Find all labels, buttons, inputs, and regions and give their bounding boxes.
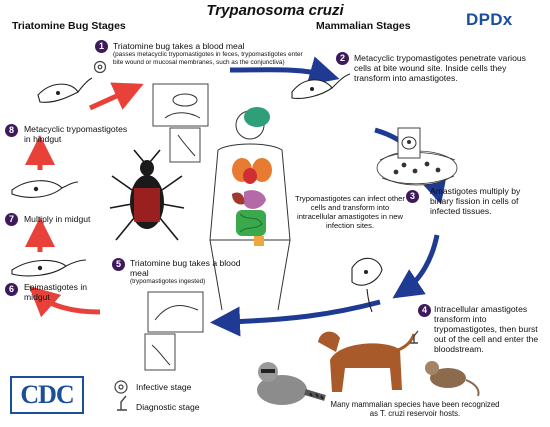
legend-diagnostic: Diagnostic stage <box>136 402 200 412</box>
tissue-cells-drawing <box>376 150 458 186</box>
step-1-subtext: (passes metacyclic trypomastigotes in fe… <box>113 51 303 66</box>
arrow-5-to-6 <box>28 285 101 318</box>
step-2-text: Metacyclic trypomastigotes penetrate var… <box>354 53 526 83</box>
step-6-badge: 6 <box>5 283 18 296</box>
header-bug-stages: Triatomine Bug Stages <box>12 20 126 32</box>
bite-vignette-top <box>152 83 209 127</box>
arrow-4-to-5 <box>210 299 381 337</box>
organism-nuclei <box>33 87 368 274</box>
step-5-text: Triatomine bug takes a blood meal (trypo… <box>130 258 245 286</box>
organism-sketches <box>11 73 383 313</box>
step-5-badge: 5 <box>112 258 125 271</box>
center-note: Trypomastigotes can infect other cells a… <box>295 194 405 230</box>
step-1-label: Triatomine bug takes a blood meal <box>113 41 245 51</box>
step-2-badge: 2 <box>336 52 349 65</box>
microscope-icon <box>117 395 127 411</box>
step-7-text: Multiply in midgut <box>24 214 91 224</box>
step-8-badge: 8 <box>5 124 18 137</box>
legend-infective: Infective stage <box>136 382 192 392</box>
step-7-badge: 7 <box>5 213 18 226</box>
human-figure-drawing <box>209 107 291 311</box>
step-5-subtext: (trypomastigotes ingested) <box>130 278 206 285</box>
step-3-text: Amastigotes multiply by binary fission i… <box>430 186 521 216</box>
cdc-logo: CDC <box>10 376 84 414</box>
dog-drawing <box>318 331 416 392</box>
step-4-badge: 4 <box>418 304 431 317</box>
reservoir-note: Many mammalian species have been recogni… <box>330 400 500 418</box>
feces-vignette-top <box>169 127 201 163</box>
step-8-text: Metacyclic trypomastigotes in hindgut <box>24 124 128 144</box>
bite-vignette-bottom <box>147 291 204 333</box>
header-mammalian-stages: Mammalian Stages <box>316 20 411 32</box>
triatomine-bug-drawing <box>109 149 185 241</box>
step-6-text: Epimastigotes in midgut <box>24 282 88 302</box>
microscope-icon-step4 <box>410 330 419 344</box>
step-1-text: Triatomine bug takes a blood meal (passe… <box>113 41 303 66</box>
dpdx-logo: DPDx <box>466 10 513 30</box>
step-1-badge: 1 <box>95 40 108 53</box>
opossum-drawing <box>425 361 480 397</box>
blood-vignette-bottom <box>144 333 176 371</box>
arrow-8-to-1 <box>88 82 144 111</box>
dpdx-logo-text: DPDx <box>466 10 513 29</box>
step-4-text: Intracellular amastigotes transform into… <box>434 304 539 354</box>
diagram-title: Trypanosoma cruzi <box>206 2 344 19</box>
arrow-3-to-4 <box>392 234 440 299</box>
biohazard-icon <box>114 380 128 394</box>
cdc-logo-text: CDC <box>20 380 74 409</box>
biohazard-icon-step1 <box>93 60 107 74</box>
raccoon-drawing <box>257 362 326 405</box>
arrow-1-to-2 <box>229 56 340 86</box>
step-3-badge: 3 <box>406 190 419 203</box>
step-5-label: Triatomine bug takes a blood meal <box>130 258 241 278</box>
